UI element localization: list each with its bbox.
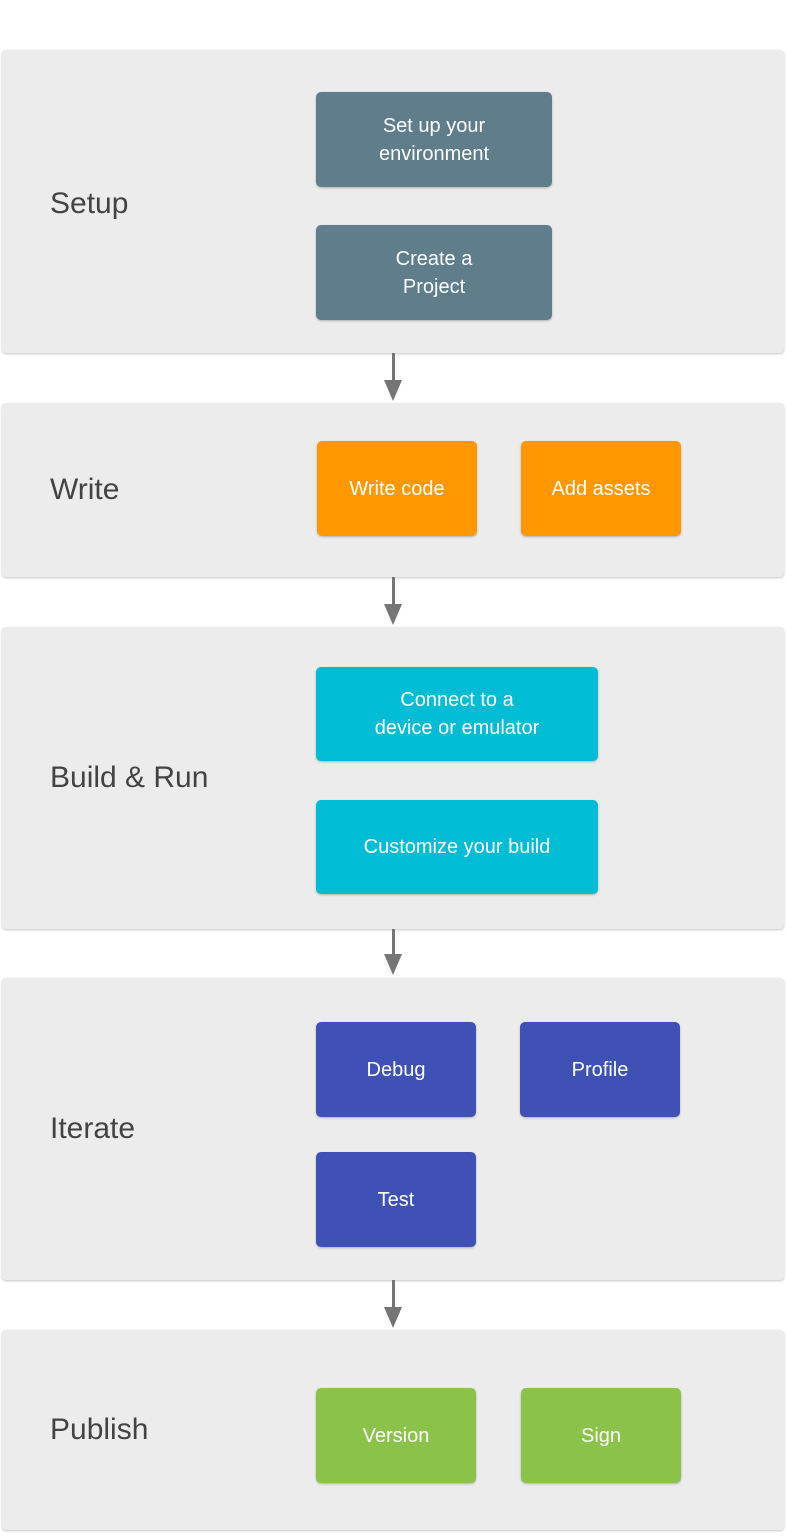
arrow-head-icon bbox=[384, 604, 402, 625]
step-connect-device-emulator-button[interactable]: Connect to a device or emulator bbox=[316, 667, 598, 761]
step-sign-button[interactable]: Sign bbox=[521, 1388, 681, 1483]
step-write-code-button[interactable]: Write code bbox=[317, 441, 477, 536]
step-profile-button[interactable]: Profile bbox=[520, 1022, 680, 1117]
step-add-assets-button[interactable]: Add assets bbox=[521, 441, 681, 536]
step-test-button[interactable]: Test bbox=[316, 1152, 476, 1247]
arrow-shaft bbox=[392, 577, 395, 604]
arrow-shaft bbox=[392, 929, 395, 954]
section-setup-label: Setup bbox=[50, 187, 129, 220]
arrow-head-icon bbox=[384, 1307, 402, 1328]
step-debug-button[interactable]: Debug bbox=[316, 1022, 476, 1117]
step-create-project-button[interactable]: Create a Project bbox=[316, 225, 552, 320]
step-customize-build-button[interactable]: Customize your build bbox=[316, 800, 598, 894]
step-version-button[interactable]: Version bbox=[316, 1388, 476, 1483]
arrow-head-icon bbox=[384, 380, 402, 401]
flow-arrow-setup-to-write bbox=[384, 353, 403, 403]
section-iterate-label: Iterate bbox=[50, 1112, 136, 1145]
arrow-shaft bbox=[392, 1280, 395, 1307]
section-publish-label: Publish bbox=[50, 1413, 149, 1446]
step-set-up-environment-button[interactable]: Set up your environment bbox=[316, 92, 552, 187]
section-build-run-label: Build & Run bbox=[50, 761, 209, 794]
flow-arrow-iterate-to-publish bbox=[384, 1280, 403, 1330]
arrow-head-icon bbox=[384, 954, 402, 975]
flow-arrow-write-to-build bbox=[384, 577, 403, 627]
arrow-shaft bbox=[392, 353, 395, 380]
section-write-label: Write bbox=[50, 473, 120, 506]
flow-arrow-build-to-iterate bbox=[384, 929, 403, 977]
